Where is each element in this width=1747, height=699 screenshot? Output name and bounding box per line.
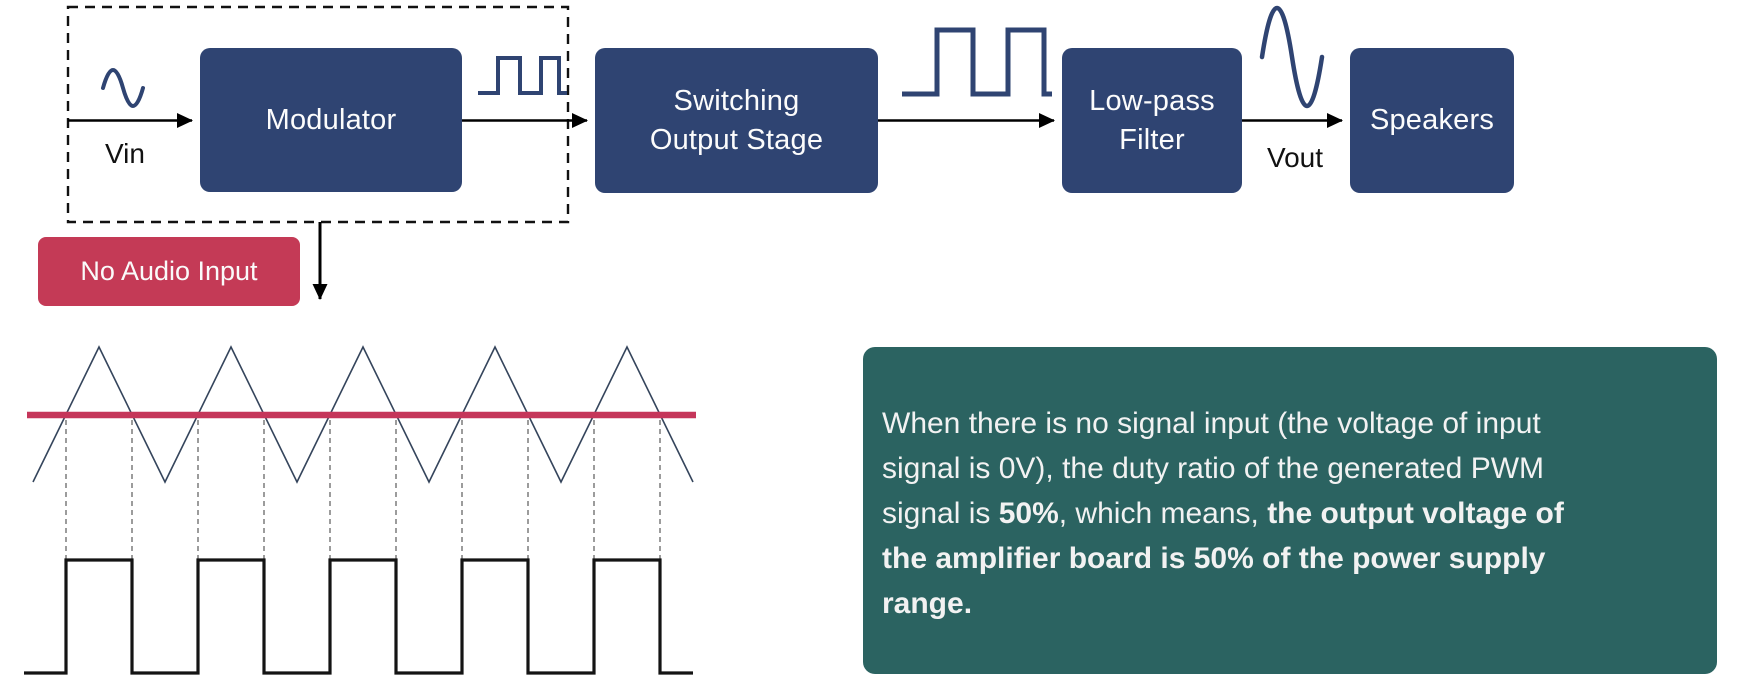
block-label: Speakers bbox=[1369, 104, 1495, 136]
square-wave-icon bbox=[902, 27, 1052, 97]
vout-label: Vout bbox=[1266, 142, 1324, 173]
block-modulator: Modulator bbox=[200, 48, 462, 192]
square-wave-icon bbox=[478, 56, 567, 95]
block-label: Low-pass bbox=[1089, 84, 1215, 117]
no-audio-input-badge: No Audio Input bbox=[38, 237, 300, 306]
pwm-waveform-chart bbox=[24, 345, 696, 675]
note-text-run: signal is 0V), the duty ratio of the gen… bbox=[882, 452, 1545, 485]
sine-wave-icon bbox=[1259, 5, 1325, 109]
block-label: Filter bbox=[1119, 123, 1185, 156]
vin-label: Vin bbox=[105, 138, 145, 169]
triangle-carrier-wave bbox=[32, 345, 694, 484]
note-line: signal is 50%, which means, the output v… bbox=[882, 491, 1697, 536]
note-line: signal is 0V), the duty ratio of the gen… bbox=[882, 446, 1697, 491]
block-label: Switching bbox=[673, 84, 800, 117]
block-speakers: Speakers bbox=[1350, 48, 1514, 193]
note-text-bold-run: the amplifier board is 50% of the power … bbox=[882, 542, 1546, 575]
note-text-bold-run: range. bbox=[882, 587, 973, 620]
block-label: Output Stage bbox=[649, 123, 824, 156]
note-text-run: When there is no signal input (the volta… bbox=[882, 407, 1541, 440]
note-text-bold-run: 50% bbox=[998, 497, 1059, 530]
note-text-run: signal is bbox=[882, 497, 999, 530]
block-low-pass-filter: Low-pass Filter bbox=[1062, 48, 1242, 193]
badge-label: No Audio Input bbox=[80, 256, 258, 286]
sine-wave-icon bbox=[101, 68, 145, 108]
note-text-run: , which means, bbox=[1058, 497, 1268, 530]
pwm-output-wave bbox=[24, 558, 693, 675]
note-line: range. bbox=[882, 581, 1697, 626]
note-text-bold-run: the output voltage of bbox=[1267, 497, 1564, 530]
note-text: When there is no signal input (the volta… bbox=[882, 401, 1697, 626]
block-label: Modulator bbox=[265, 103, 397, 136]
block-switching-output-stage: Switching Output Stage bbox=[595, 48, 878, 193]
note-line: When there is no signal input (the volta… bbox=[882, 401, 1697, 446]
note-line: the amplifier board is 50% of the power … bbox=[882, 536, 1697, 581]
explanation-note-box: When there is no signal input (the volta… bbox=[863, 347, 1717, 674]
